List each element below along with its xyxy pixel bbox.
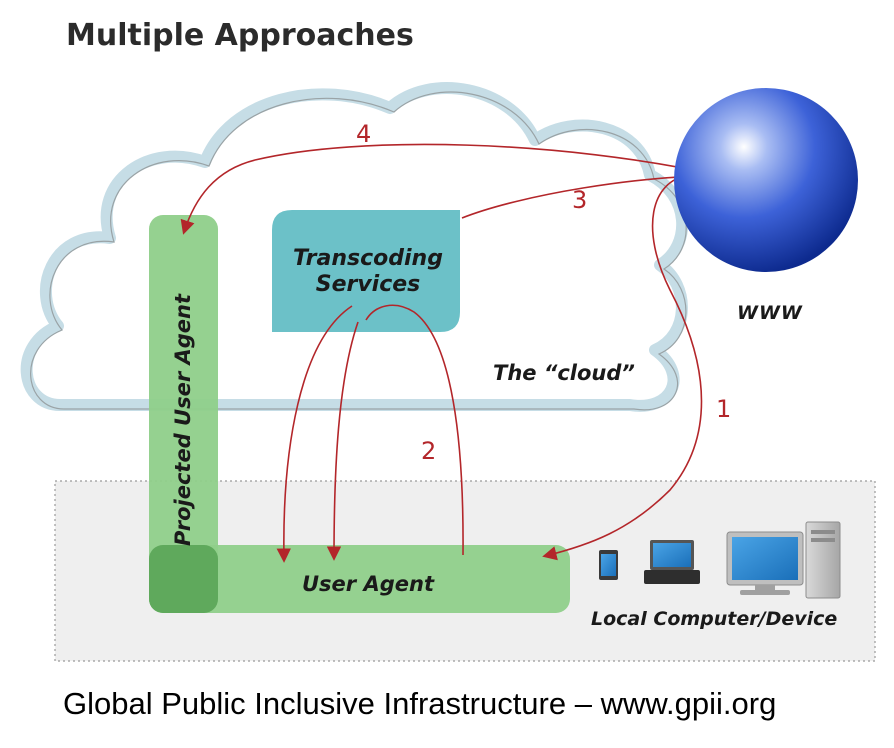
arrow-2a [276, 305, 353, 563]
arrow-3-label: 3 [572, 186, 588, 214]
transcoding-services-label: Transcoding Services [262, 246, 474, 298]
transcoding-label-line2: Services [315, 272, 421, 297]
arrow-4 [180, 143, 723, 235]
transcoding-label-line1: Transcoding [293, 246, 443, 271]
transcoding-services-box [272, 210, 460, 332]
www-label: WWW [737, 302, 803, 324]
arrow-2b [326, 321, 359, 561]
www-globe [674, 88, 858, 272]
local-device-label: Local Computer/Device [591, 608, 838, 630]
arrow-2c [365, 304, 464, 556]
arrow-2-label: 2 [421, 437, 437, 465]
arrows [180, 143, 723, 563]
projected-user-agent-label: Projected User Agent [171, 293, 195, 547]
arrow-1-label: 1 [716, 395, 732, 423]
cloud-label: The “cloud” [493, 361, 635, 385]
footer-credit: Global Public Inclusive Infrastructure –… [63, 686, 777, 721]
desktop-computer-icon [726, 521, 841, 599]
arrow-1 [542, 174, 703, 561]
laptop-icon [644, 540, 700, 584]
bar-overlap [149, 545, 218, 613]
tablet-icon [599, 550, 618, 580]
arrow-4-label: 4 [356, 120, 372, 148]
user-agent-bar [149, 545, 570, 613]
user-agent-label: User Agent [302, 572, 434, 596]
projected-user-agent-bar [149, 215, 218, 613]
diagram-title: Multiple Approaches [66, 18, 414, 53]
